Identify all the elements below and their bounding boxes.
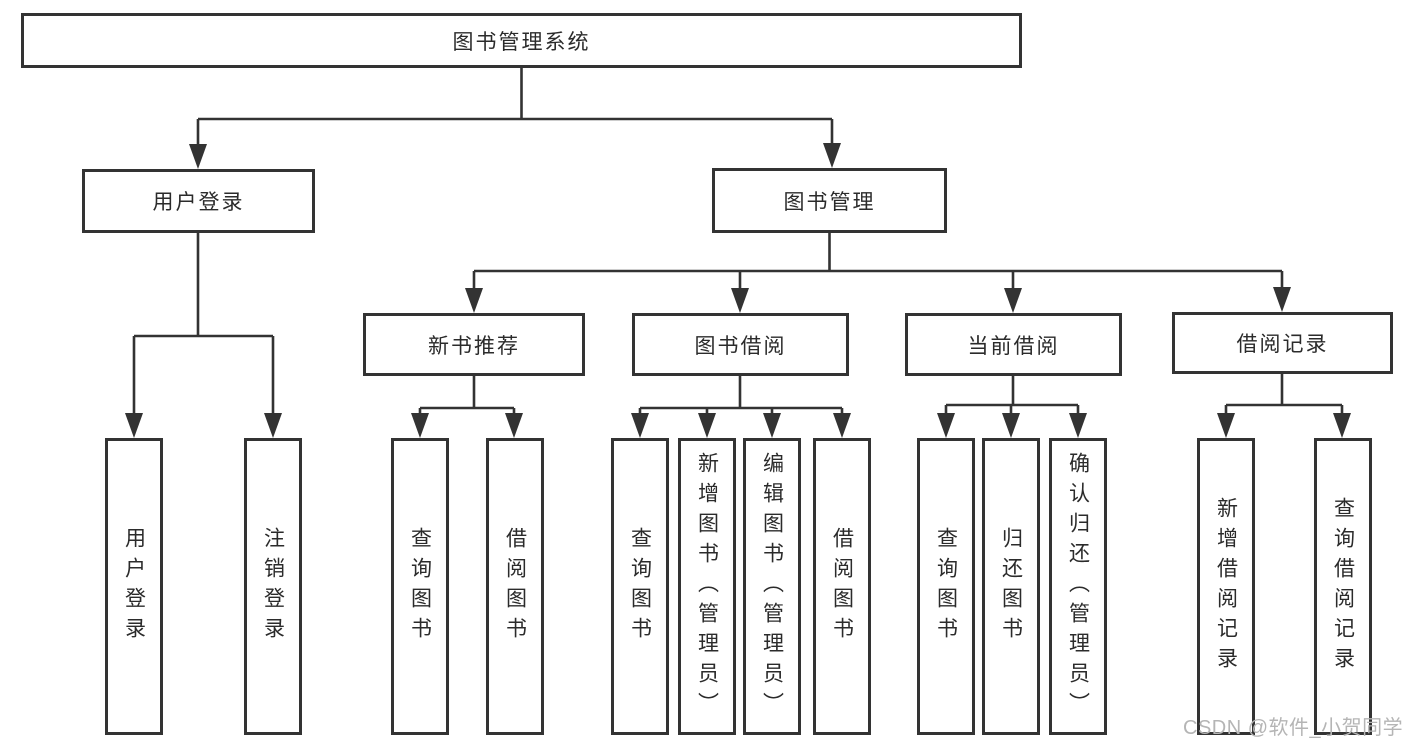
- arrowhead: [411, 413, 429, 438]
- node-borrow-records-label: 借阅记录: [1236, 333, 1329, 356]
- arrowhead: [505, 413, 523, 438]
- leaf-confirm-return-admin: 确认归还（管理员）: [1049, 438, 1107, 735]
- arrowhead: [731, 288, 749, 313]
- node-borrow-records: 借阅记录: [1172, 312, 1393, 374]
- leaf-label: 新增图书（管理员）: [695, 451, 719, 722]
- arrowhead: [1273, 287, 1291, 312]
- leaf-label: 归还图书: [999, 526, 1023, 647]
- watermark: CSDN @软件_小贺同学: [1183, 717, 1404, 739]
- leaf-edit-books-admin: 编辑图书（管理员）: [743, 438, 801, 735]
- leaf-label: 查询图书: [408, 526, 432, 647]
- leaf-label: 确认归还（管理员）: [1066, 451, 1090, 722]
- node-user-login: 用户登录: [82, 169, 315, 233]
- leaf-add-borrow-record: 新增借阅记录: [1197, 438, 1255, 735]
- leaf-query-borrow-record: 查询借阅记录: [1314, 438, 1372, 735]
- arrowhead: [833, 413, 851, 438]
- connector-user-login-to-leaves: [132, 233, 275, 416]
- node-user-login-label: 用户登录: [152, 191, 245, 214]
- arrowhead: [465, 288, 483, 313]
- node-new-book-recommend: 新书推荐: [363, 313, 585, 376]
- leaf-add-books-admin: 新增图书（管理员）: [678, 438, 736, 735]
- arrowhead: [823, 143, 841, 168]
- leaf-query-books-recommend: 查询图书: [391, 438, 449, 735]
- connector-current-borrow-to-leaves: [944, 376, 1080, 416]
- arrowhead: [189, 144, 207, 169]
- leaf-query-books-current: 查询图书: [917, 438, 975, 735]
- node-new-book-recommend-label: 新书推荐: [428, 334, 520, 358]
- node-root-label: 图书管理系统: [452, 30, 591, 54]
- leaf-return-books: 归还图书: [982, 438, 1040, 735]
- node-book-borrow: 图书借阅: [632, 313, 849, 376]
- arrowhead: [264, 413, 282, 438]
- arrowhead: [1002, 413, 1020, 438]
- arrowhead: [631, 413, 649, 438]
- node-book-mgmt: 图书管理: [712, 168, 947, 233]
- leaf-label: 编辑图书（管理员）: [760, 451, 784, 722]
- arrowhead: [937, 413, 955, 438]
- leaf-label: 查询图书: [934, 526, 958, 647]
- leaf-label: 用户登录: [122, 526, 146, 647]
- node-current-borrow: 当前借阅: [905, 313, 1122, 376]
- node-book-borrow-label: 图书借阅: [694, 334, 787, 358]
- leaf-user-login: 用户登录: [105, 438, 163, 735]
- arrowhead: [125, 413, 143, 438]
- connector-new-book-to-leaves: [418, 376, 516, 416]
- arrowhead: [1333, 413, 1351, 438]
- leaf-label: 查询图书: [628, 526, 652, 647]
- node-current-borrow-label: 当前借阅: [967, 334, 1060, 358]
- node-book-mgmt-label: 图书管理: [783, 190, 876, 214]
- leaf-label: 新增借阅记录: [1214, 496, 1238, 677]
- connector-root-to-level2: [196, 68, 834, 147]
- leaf-borrow-books: 借阅图书: [813, 438, 871, 735]
- node-root: 图书管理系统: [21, 13, 1022, 68]
- leaf-label: 注销登录: [261, 526, 285, 647]
- arrowhead: [1069, 413, 1087, 438]
- leaf-logout: 注销登录: [244, 438, 302, 735]
- leaf-label: 借阅图书: [503, 526, 527, 647]
- connector-borrow-records-to-leaves: [1224, 374, 1344, 416]
- connector-book-mgmt-to-level3: [472, 233, 1284, 291]
- arrowhead: [1217, 413, 1235, 438]
- arrowhead: [698, 413, 716, 438]
- leaf-label: 借阅图书: [830, 526, 854, 647]
- leaf-borrow-books-recommend: 借阅图书: [486, 438, 544, 735]
- leaf-query-books-borrow: 查询图书: [611, 438, 669, 735]
- connector-book-borrow-to-leaves: [638, 376, 844, 416]
- arrowhead: [1004, 288, 1022, 313]
- arrowhead: [763, 413, 781, 438]
- leaf-label: 查询借阅记录: [1331, 496, 1355, 677]
